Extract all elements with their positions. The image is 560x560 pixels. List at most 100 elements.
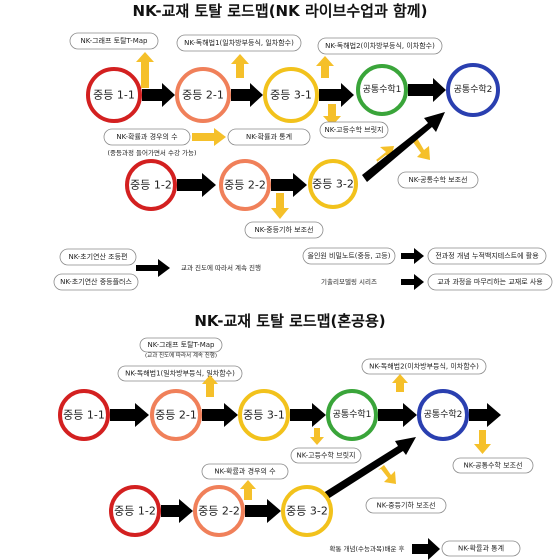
bottom-down-arrow-bridge: [310, 428, 324, 445]
bottom-circle-c8: 중등 3-2: [281, 485, 333, 537]
top-arrow-3-4: [319, 83, 354, 107]
bottom-circle-c8-label: 중등 3-2: [286, 505, 328, 518]
top-title: NK-교재 토탈 로드맵(NK 라이브수업과 함께): [133, 2, 428, 20]
top-circle-c1-label: 중등 1-1: [93, 89, 135, 102]
top-up-arrow-1: [136, 52, 154, 88]
bottom-arrow-3-4: [290, 403, 326, 427]
bottom-circle-c5-label: 공통수학2: [424, 409, 463, 420]
top-arrow-7-8: [271, 173, 307, 197]
top-box-past-note-label: 교과 과정을 마무리하는 교재로 사용: [437, 277, 543, 286]
bottom-box-solve2-label: NK-독해법2(이차방부등식, 이차함수): [369, 362, 479, 371]
top-box-prob-case: NK-확률과 경우의 수: [103, 128, 191, 146]
bottom-circle-c1: 중등 1-1: [58, 389, 110, 441]
top-box-calc-basic: NK-초기연산 조등편: [59, 248, 137, 266]
bottom-circle-c6-label: 중등 1-2: [114, 505, 156, 518]
bottom-box-prob-case-label: NK-확률과 경우의 수: [214, 467, 276, 476]
top-circle-c2-label: 중등 2-1: [182, 89, 224, 102]
bottom-box-solve1-label: NK-독해법1(일차방부등식, 일차함수): [125, 369, 235, 378]
bottom-circle-c3-label: 중등 3-1: [243, 409, 285, 422]
top-circle-c5-label: 공통수학2: [454, 84, 493, 95]
bottom-prob-arrow: [412, 538, 440, 560]
bottom-up-arrow-2: [392, 374, 408, 392]
bottom-box-hs-supp: NK-공통수학 보조선: [452, 457, 534, 474]
top-box-hs-supp-label: NK-공통수학 보조선: [409, 175, 468, 184]
bottom-circle-c7-label: 중등 2-2: [198, 505, 240, 518]
top-calc-note: 교과 진도에 따라서 계속 진행: [181, 263, 261, 272]
top-diag-arrow-down: [410, 138, 430, 160]
top-diag-arrow-up: [376, 146, 394, 166]
bottom-graph-note: (교과 진도에 따라서 계속 진행): [145, 351, 217, 359]
top-up-arrow-3: [316, 56, 334, 78]
top-box-prob-case-label: NK-확률과 경우의 수: [116, 132, 178, 141]
bottom-up-arrow-1: [202, 375, 218, 397]
top-box-olympic-label: 올인원 비밀노트(중등, 고등): [308, 251, 391, 260]
bottom-circle-c2: 중등 2-1: [150, 389, 202, 441]
top-box-hs-bridge-label: NK-고등수학 브릿지: [325, 125, 384, 134]
bottom-prob-note: 확통 개념(수능과목)배운 후: [330, 544, 405, 553]
top-box-solve1: NK-독해법1(일차방부등식, 일차함수): [176, 34, 302, 52]
bottom-circle-c4-label: 공통수학1: [333, 409, 372, 420]
top-box-calc-mid: NK-초기연산 중등플러스: [53, 273, 139, 291]
bottom-diag-arrow-down: [378, 465, 396, 484]
top-box-calc-mid-label: NK-초기연산 중등플러스: [60, 277, 132, 286]
top-box-solve1-label: NK-독해법1(일차방부등식, 일차함수): [184, 38, 294, 47]
top-circle-c8-label: 중등 3-2: [312, 178, 354, 191]
bottom-box-hs-bridge-label: NK-고등수학 브릿지: [297, 451, 356, 460]
bottom-circle-c4: 공통수학1: [326, 389, 378, 441]
bottom-box-graph: NK-그래프 토탈T-Map: [139, 337, 223, 353]
top-past-arrow: [401, 274, 424, 290]
bottom-box-solve1: NK-독해법1(일차방부등식, 일차함수): [117, 365, 243, 382]
top-arrow-4-5: [408, 78, 446, 102]
top-up-arrow-2: [231, 54, 249, 78]
top-box-olympic: 올인원 비밀노트(중등, 고등): [302, 247, 396, 265]
bottom-arrow-5-out: [469, 403, 501, 427]
bottom-title: NK-교재 토탈 로드맵(혼공용): [194, 312, 385, 330]
top-box-prob-stat-label: NK-확률과 통계: [246, 132, 292, 141]
top-box-solve2-label: NK-독해법2(이차방부등식, 이차함수): [325, 41, 435, 50]
top-arrow-2-3: [231, 83, 263, 107]
bottom-box-ms-geo: NK-중등기하 보조선: [365, 497, 447, 514]
top-past-series: 기출리모델링 시리즈: [321, 277, 377, 286]
top-box-olympic-note: 전과정 개념 누적백지테스트에 활용: [427, 247, 547, 265]
top-diag-arrow-c8-c5: [362, 112, 445, 182]
top-calc-arrow: [136, 259, 170, 277]
top-yellow-right-arrow: [192, 128, 226, 146]
top-circle-c2: 중등 2-1: [175, 67, 231, 123]
bottom-box-ms-geo-label: NK-중등기하 보조선: [377, 501, 436, 510]
top-box-graph-label: NK-그래프 토탈T-Map: [81, 36, 149, 45]
top-down-arrow-bridge: [323, 104, 341, 126]
bottom-arrow-7-8: [245, 499, 281, 523]
top-box-past-note: 교과 과정을 마무리하는 교재로 사용: [427, 273, 553, 291]
top-box-ms-geo: NK-중등기하 보조선: [244, 221, 324, 239]
bottom-diag-arrow-c8-c5: [312, 437, 416, 506]
bottom-box-hs-supp-label: NK-공통수학 보조선: [464, 461, 523, 470]
bottom-box-prob-case: NK-확률과 경우의 수: [201, 463, 289, 480]
top-arrow-1-2: [142, 83, 175, 107]
top-circle-c8: 중등 3-2: [308, 159, 358, 209]
top-circle-c1: 중등 1-1: [86, 67, 142, 123]
bottom-circle-c2-label: 중등 2-1: [155, 409, 197, 422]
top-circle-c7-label: 중등 2-2: [224, 179, 266, 192]
top-box-hs-supp: NK-공통수학 보조선: [397, 171, 479, 189]
bottom-box-prob-stat: NK-확률과 통계: [441, 540, 521, 557]
top-box-solve2: NK-독해법2(이차방부등식, 이차함수): [317, 37, 443, 55]
top-circle-c3: 중등 3-1: [263, 67, 319, 123]
bottom-circle-c3: 중등 3-1: [238, 389, 290, 441]
top-prob-case-note: (중등과정 들어가면서 수강 가능): [107, 148, 196, 157]
top-circle-c5: 공통수학2: [446, 63, 500, 117]
top-box-graph: NK-그래프 토탈T-Map: [69, 32, 159, 50]
bottom-down-arrow-supp: [474, 430, 491, 454]
top-box-calc-basic-label: NK-초기연산 조등편: [69, 252, 128, 261]
top-box-prob-stat: NK-확률과 통계: [227, 128, 311, 146]
top-circle-c6: 중등 1-2: [125, 159, 177, 211]
bottom-up-arrow-3: [240, 480, 256, 500]
top-olympic-arrow: [401, 248, 424, 264]
bottom-arrow-4-5: [378, 403, 417, 427]
top-circle-c7: 중등 2-2: [219, 159, 271, 211]
top-arrow-6-7: [177, 173, 216, 197]
bottom-circle-c1-label: 중등 1-1: [63, 409, 105, 422]
top-box-hs-bridge: NK-고등수학 브릿지: [319, 121, 389, 139]
bottom-arrow-6-7: [161, 499, 193, 523]
bottom-circle-c7: 중등 2-2: [193, 485, 245, 537]
